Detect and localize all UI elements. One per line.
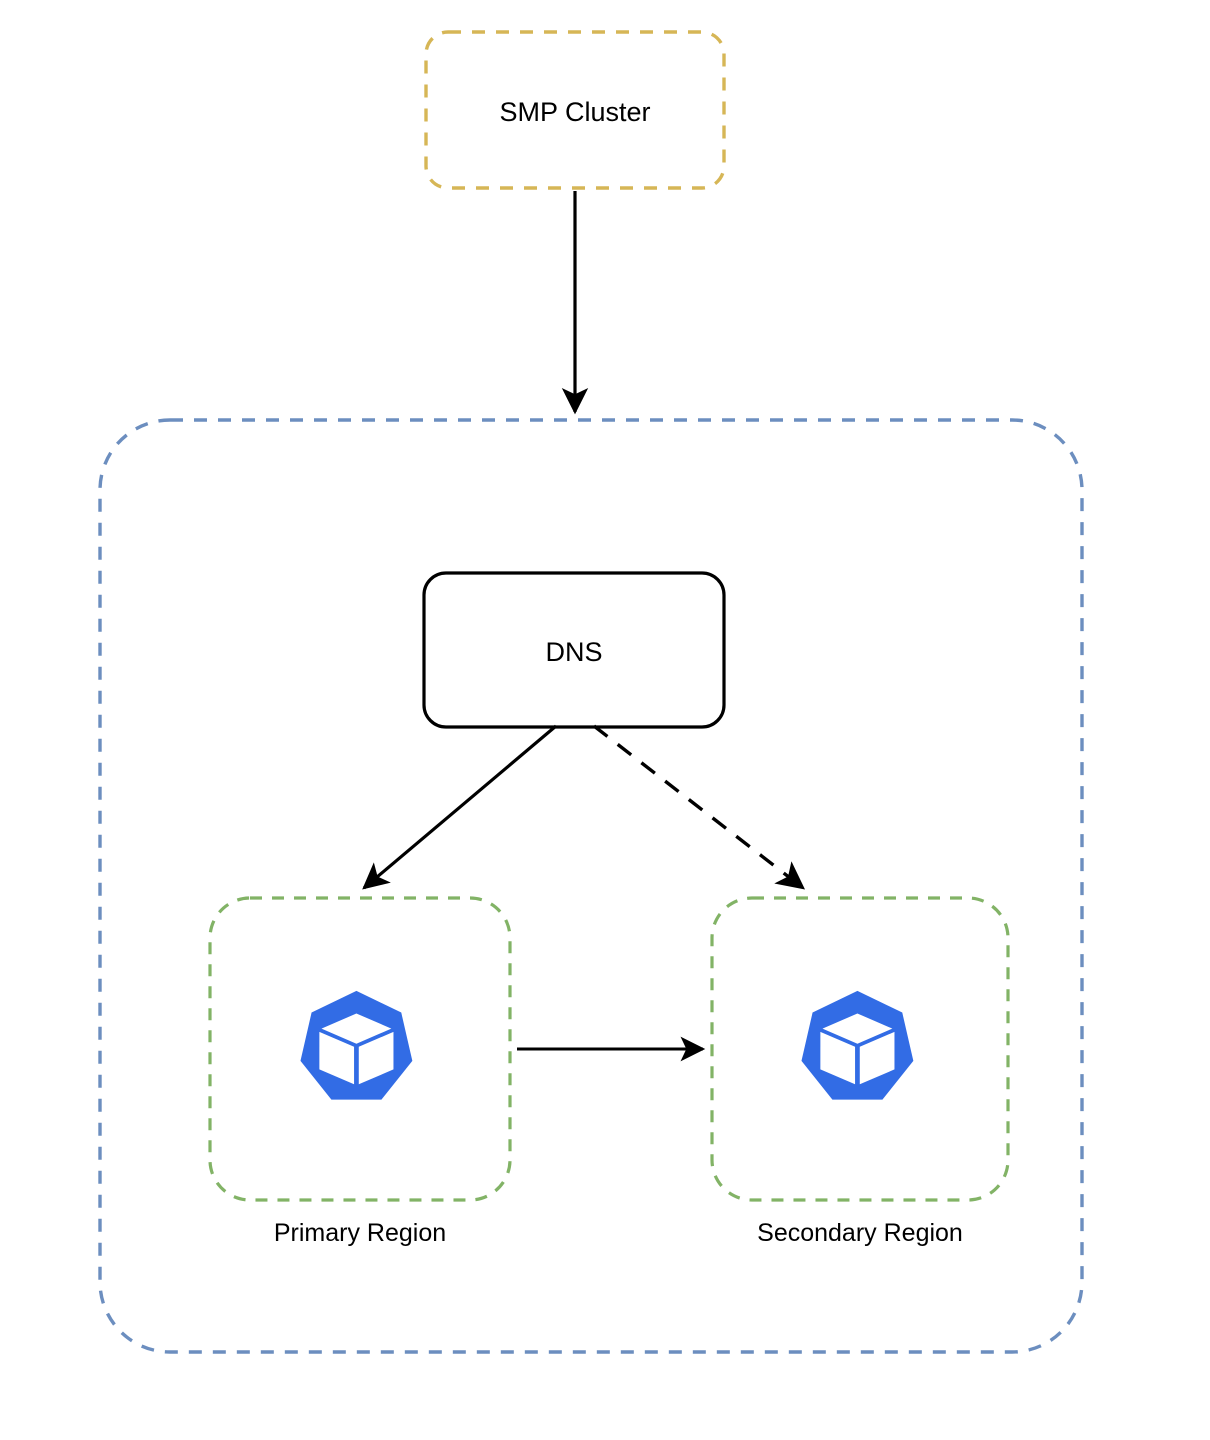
- dns-box[interactable]: [422, 571, 726, 729]
- kubernetes-icon: [300, 990, 413, 1100]
- outer-container-box: [98, 418, 1084, 1354]
- edge-dns-to-primary: [362, 724, 558, 890]
- primary-region-label: Primary Region: [273, 1219, 447, 1247]
- secondary-region-label: Secondary Region: [757, 1219, 963, 1247]
- edge-dns-to-secondary: [592, 724, 806, 890]
- smp-cluster-label: SMP Cluster: [499, 97, 651, 127]
- smp-cluster-box[interactable]: [424, 30, 726, 190]
- kubernetes-icon: [801, 990, 914, 1100]
- dns-label: DNS: [545, 637, 603, 667]
